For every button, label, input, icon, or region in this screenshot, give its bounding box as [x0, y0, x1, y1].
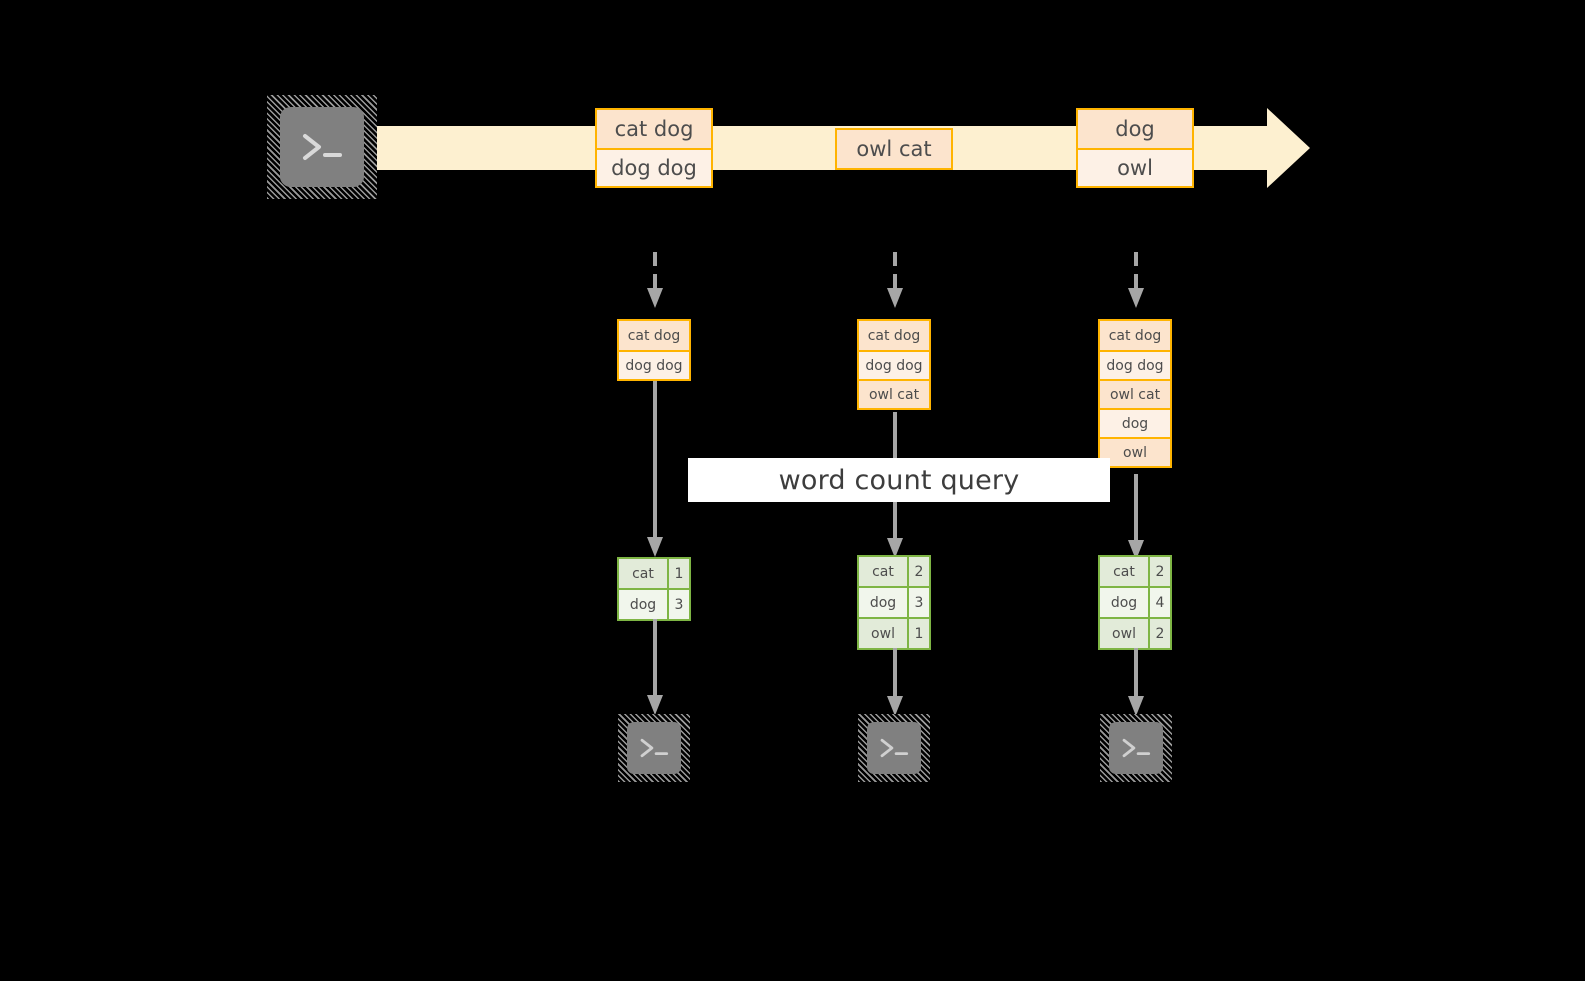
- snapshot-3-result-table: cat 2 dog 4 owl 2: [1098, 555, 1172, 650]
- stream-event-1: cat dog dog dog: [595, 108, 713, 188]
- query-connector-3: [1126, 474, 1146, 562]
- snapshot-2-sink-terminal-icon: [858, 714, 930, 782]
- result-count: 2: [1148, 557, 1170, 586]
- query-label: word count query: [778, 464, 1020, 496]
- stream-event-line: owl: [1078, 148, 1192, 186]
- log-row: owl cat: [859, 379, 929, 408]
- result-word: dog: [859, 588, 907, 617]
- snapshot-2-result-table: cat 2 dog 3 owl 1: [857, 555, 931, 650]
- result-count: 1: [667, 559, 689, 588]
- log-row: dog dog: [1100, 350, 1170, 379]
- result-row: dog 3: [859, 586, 929, 617]
- log-row: dog dog: [859, 350, 929, 379]
- log-row: dog dog: [619, 350, 689, 379]
- result-count: 3: [907, 588, 929, 617]
- snapshot-3-event-log: cat dog dog dog owl cat dog owl: [1098, 319, 1172, 468]
- result-word: dog: [619, 590, 667, 619]
- dashed-connector-3: [1126, 252, 1146, 312]
- terminal-prompt-glyph: [267, 95, 377, 199]
- snapshot-1-sink-terminal-icon: [618, 714, 690, 782]
- result-row: owl 2: [1100, 617, 1170, 648]
- log-row: cat dog: [859, 321, 929, 350]
- terminal-prompt-glyph: [1100, 714, 1172, 782]
- source-terminal-icon: [267, 95, 377, 199]
- stream-event-3: dog owl: [1076, 108, 1194, 188]
- result-row: dog 4: [1100, 586, 1170, 617]
- result-count: 4: [1148, 588, 1170, 617]
- stream-event-line: dog dog: [597, 148, 711, 186]
- terminal-body: [1108, 722, 1164, 774]
- result-count: 2: [1148, 619, 1170, 648]
- stream-event-line: dog: [1078, 110, 1192, 148]
- dashed-connector-2: [885, 252, 905, 312]
- terminal-body: [280, 107, 364, 187]
- query-label-band: word count query: [688, 458, 1110, 502]
- log-row: dog: [1100, 408, 1170, 437]
- terminal-prompt-glyph: [858, 714, 930, 782]
- snapshot-1-result-table: cat 1 dog 3: [617, 557, 691, 621]
- sink-connector-3: [1126, 648, 1146, 718]
- result-word: cat: [859, 557, 907, 586]
- dashed-connector-1: [645, 252, 665, 312]
- result-row: owl 1: [859, 617, 929, 648]
- result-row: cat 2: [1100, 557, 1170, 586]
- stream-event-2: owl cat: [835, 128, 953, 170]
- result-word: owl: [1100, 619, 1148, 648]
- log-row: cat dog: [1100, 321, 1170, 350]
- result-word: cat: [1100, 557, 1148, 586]
- stream-event-line: owl cat: [837, 130, 951, 168]
- stream-event-line: cat dog: [597, 110, 711, 148]
- terminal-prompt-glyph: [618, 714, 690, 782]
- snapshot-1-event-log: cat dog dog dog: [617, 319, 691, 381]
- result-word: owl: [859, 619, 907, 648]
- result-row: cat 1: [619, 559, 689, 588]
- result-row: dog 3: [619, 588, 689, 619]
- result-word: dog: [1100, 588, 1148, 617]
- result-row: cat 2: [859, 557, 929, 586]
- sink-connector-1: [645, 619, 665, 717]
- log-row: cat dog: [619, 321, 689, 350]
- result-count: 3: [667, 590, 689, 619]
- snapshot-2-event-log: cat dog dog dog owl cat: [857, 319, 931, 410]
- sink-connector-2: [885, 648, 905, 718]
- result-count: 1: [907, 619, 929, 648]
- terminal-body: [866, 722, 922, 774]
- result-word: cat: [619, 559, 667, 588]
- result-count: 2: [907, 557, 929, 586]
- log-row: owl: [1100, 437, 1170, 466]
- snapshot-3-sink-terminal-icon: [1100, 714, 1172, 782]
- log-row: owl cat: [1100, 379, 1170, 408]
- query-connector-1: [645, 381, 665, 559]
- terminal-body: [626, 722, 682, 774]
